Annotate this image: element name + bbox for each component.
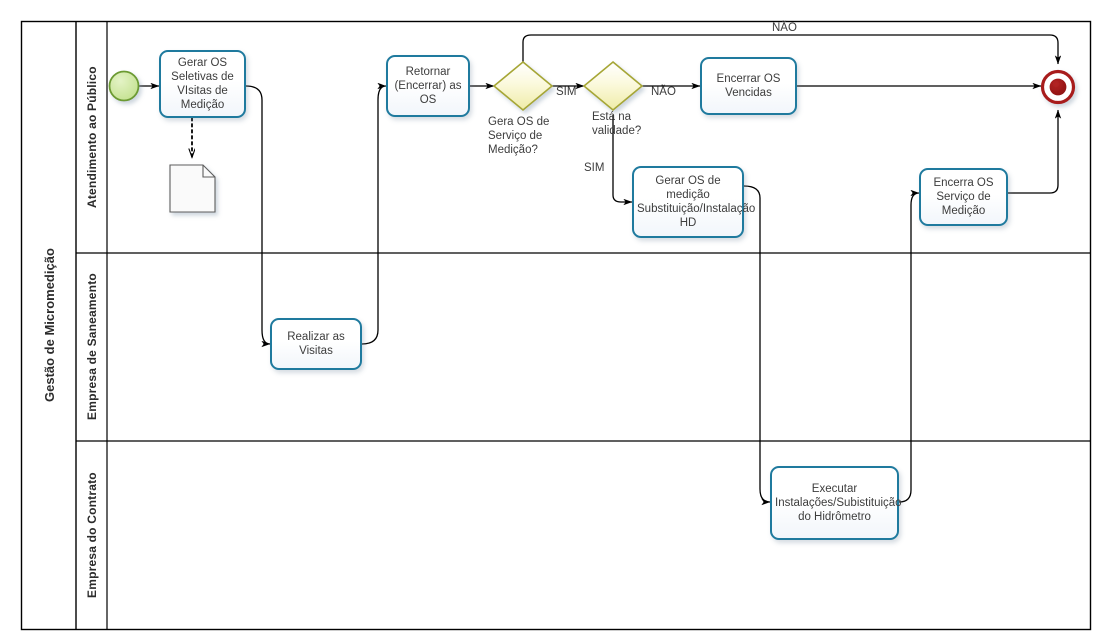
flow-label-sim-gera-os: SIM [556,86,577,98]
task-executar-instalacoes[interactable]: Executar Instalações/Subistituição do Hi… [770,466,902,540]
task-encerra-os-servico-medicao-label: Encerra OS Serviço de Medição [933,177,994,217]
gateway-gera-os-servico [492,60,554,112]
flow-label-sim-validade: SIM [584,162,605,174]
flow-encerra-os-servico-to-end [1008,109,1062,194]
task-realizar-visitas[interactable]: Realizar as Visitas [270,318,362,370]
gateway-gera-os-servico-label: Gera OS de Serviço de Medição? [488,116,550,156]
flow-gateway-gera-os-nao-to-end [522,34,1062,65]
task-gerar-os-medicao-substituicao[interactable]: Gerar OS de medição Substituição/Instala… [632,166,756,238]
flow-executar-instalacoes-to-encerra-os-servico [898,189,920,503]
pool-frame [20,20,1092,631]
lane-dividers [76,252,1091,442]
task-realizar-visitas-label: Realizar as Visitas [287,331,345,357]
task-gerar-os-seletivas[interactable]: Gerar OS Seletivas de VIsitas de Medição [159,50,246,118]
start-event [108,70,140,102]
task-retornar-encerrar-os[interactable]: Retornar (Encerrar) as OS [386,55,470,117]
task-gerar-os-medicao-substituicao-label: Gerar OS de medição Substituição/Instala… [637,175,756,229]
task-retornar-encerrar-os-label: Retornar (Encerrar) as OS [394,66,462,106]
pool-title: Gestão de Micromedição [42,248,57,402]
flow-gateway-validade-sim-to-gerar-os-medicao [612,115,633,206]
gateway-esta-na-validade-label: Está na validade? [592,111,642,137]
flow-gerar-os-to-realizar-visitas [245,85,271,348]
task-encerrar-os-vencidas-label: Encerrar OS Vencidas [716,73,781,99]
sequence-flows [139,34,1062,506]
flow-label-nao-validade: NÃO [651,86,676,98]
flow-realizar-visitas-to-retornar-os [361,82,387,345]
task-gerar-os-seletivas-label: Gerar OS Seletivas de VIsitas de Medição [171,57,234,111]
lane-title-empresa-de-saneamento: Empresa de Saneamento [85,273,99,421]
data-object-1 [169,164,216,213]
flow-gerar-os-medicao-to-executar-instalacoes [743,185,771,506]
task-encerrar-os-vencidas[interactable]: Encerrar OS Vencidas [700,57,797,115]
lane-title-empresa-do-contrato: Empresa do Contrato [85,472,99,598]
flow-label-nao-top: NÃO [772,22,797,34]
task-encerra-os-servico-medicao[interactable]: Encerra OS Serviço de Medição [919,168,1008,226]
lane-title-atendimento-ao-publico: Atendimento ao Público [85,66,99,209]
gateway-esta-na-validade [582,60,644,112]
end-event [1040,69,1076,105]
task-executar-instalacoes-label: Executar Instalações/Subistituição do Hi… [775,483,902,523]
